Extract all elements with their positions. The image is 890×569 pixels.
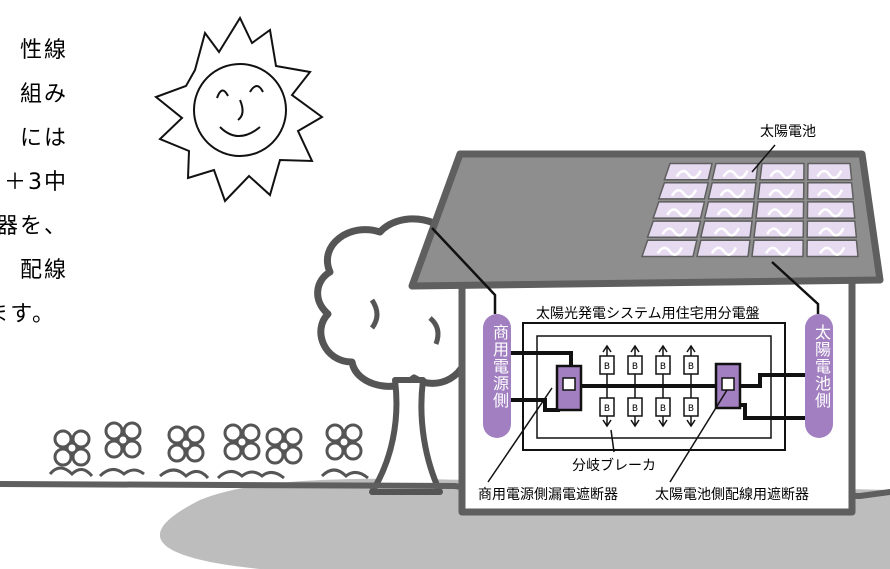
solar-panel-cell bbox=[806, 239, 859, 258]
branch-breaker-symbol: B bbox=[632, 404, 638, 414]
paragraph-line: 器を、 bbox=[0, 214, 68, 239]
solar-panel-label: 太陽電池 bbox=[760, 124, 816, 140]
solar-side-label: 太陽電池側 bbox=[812, 324, 831, 409]
branch-breaker-bottom: B bbox=[627, 397, 643, 417]
paragraph-line: ＋3中 bbox=[4, 170, 68, 195]
branch-breaker-symbol: B bbox=[688, 362, 694, 372]
solar-panel-cell bbox=[807, 162, 853, 181]
solar-panel-cell bbox=[757, 181, 805, 200]
solar-panel-cell bbox=[707, 181, 757, 200]
branch-breakers: B B B B B B B B bbox=[599, 344, 699, 428]
branch-breaker-bottom: B bbox=[599, 397, 615, 417]
solar-panel-cell bbox=[699, 220, 753, 239]
solar-panel-cell bbox=[806, 181, 855, 200]
branch-breaker-symbol: B bbox=[604, 362, 610, 372]
solar-panel-cell bbox=[751, 239, 804, 258]
branch-breaker-symbol: B bbox=[660, 362, 666, 372]
solar-panel-cell bbox=[753, 220, 805, 239]
branch-breaker-top: B bbox=[655, 355, 671, 375]
solar-panel-cell bbox=[640, 239, 698, 258]
solar-panel-cell bbox=[657, 181, 710, 200]
solar-panel-cell bbox=[652, 201, 706, 219]
paragraph-line: 性線 bbox=[19, 38, 68, 63]
solar-panel-cell bbox=[806, 201, 856, 219]
branch-breaker-symbol: B bbox=[688, 404, 694, 414]
paragraph-line: 組み bbox=[19, 82, 68, 107]
branch-breaker-symbol: B bbox=[632, 362, 638, 372]
paragraph-line: ます。 bbox=[0, 302, 56, 327]
branch-breaker-top: B bbox=[627, 355, 643, 375]
solar-breaker-label: 太陽電池側配線用遮断器 bbox=[655, 487, 809, 503]
solar-panel-array bbox=[640, 162, 859, 258]
branch-breaker-symbol: B bbox=[604, 404, 610, 414]
branch-breaker-bottom: B bbox=[683, 397, 699, 417]
leakage-breaker-label: 商用電源側漏電遮断器 bbox=[478, 487, 618, 503]
branch-breaker-bottom: B bbox=[655, 397, 671, 417]
solar-panel-cell bbox=[703, 201, 755, 219]
solar-side-pillar bbox=[805, 314, 833, 438]
branch-breaker-top: B bbox=[683, 355, 699, 375]
branch-breaker-top: B bbox=[599, 355, 615, 375]
solar-panel-cell bbox=[755, 201, 805, 219]
solar-panel-cell bbox=[806, 220, 858, 239]
flowers bbox=[48, 421, 369, 480]
solar-panel-cell bbox=[759, 162, 805, 181]
commercial-side-label: 商用電源側 bbox=[490, 324, 509, 409]
branch-breaker-label: 分岐ブレーカ bbox=[572, 458, 656, 474]
branch-breaker-symbol: B bbox=[660, 404, 666, 414]
distribution-board-label: 太陽光発電システム用住宅用分電盤 bbox=[536, 306, 760, 322]
solar-panel-cell bbox=[646, 220, 702, 239]
paragraph-line: 配線 bbox=[19, 258, 68, 283]
paragraph-line: には bbox=[19, 126, 68, 151]
commercial-side-pillar bbox=[483, 314, 511, 438]
sun-icon bbox=[153, 15, 324, 203]
solar-panel-cell bbox=[696, 239, 751, 258]
leakage-breaker-box bbox=[555, 364, 583, 412]
solar-panel-cell bbox=[663, 162, 713, 181]
solar-panel-cell bbox=[711, 162, 759, 181]
